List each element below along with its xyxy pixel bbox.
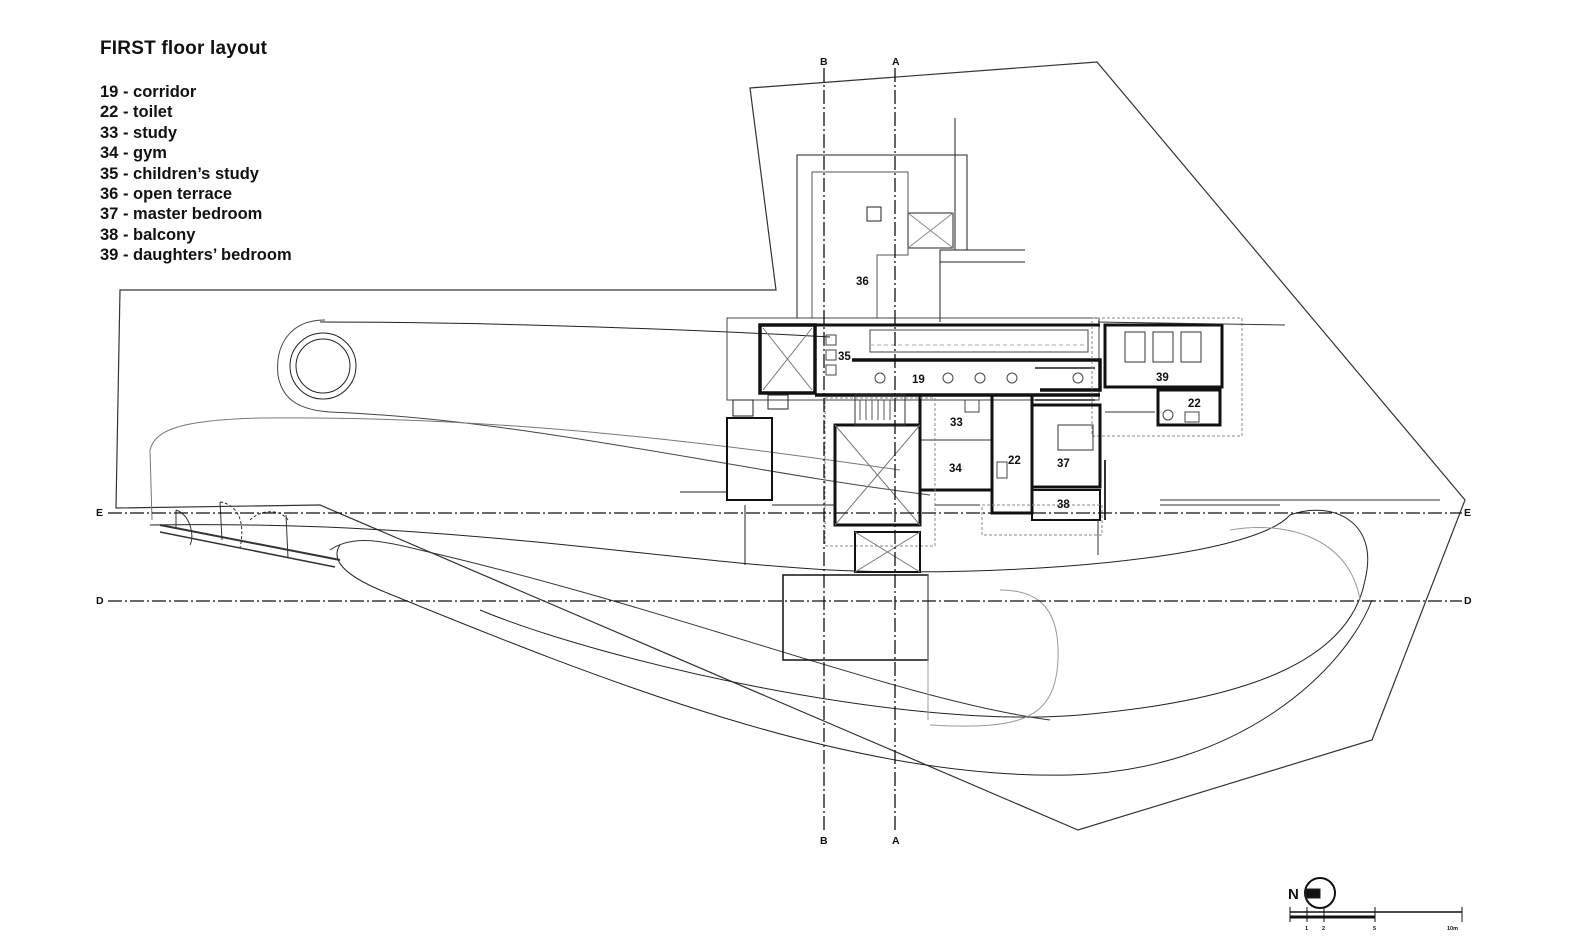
building-walls — [680, 317, 1286, 720]
room-label-36: 36 — [856, 276, 869, 288]
site-boundary — [115, 61, 1466, 831]
terrace-structure — [796, 118, 1025, 322]
north-arrow-icon — [1304, 877, 1336, 909]
room-label-39: 39 — [1156, 372, 1169, 384]
section-marker-b: B — [820, 835, 828, 847]
section-marker-a: A — [892, 56, 900, 68]
legend-item: 22 - toilet — [100, 103, 173, 122]
furniture — [825, 334, 1200, 479]
room-label-19: 19 — [912, 374, 925, 386]
room-label-34: 34 — [949, 463, 962, 475]
north-label: N — [1288, 886, 1299, 903]
turning-circle — [289, 332, 357, 400]
scale-tick-2: 2 — [1322, 926, 1325, 932]
legend-item: 33 - study — [100, 123, 178, 142]
driveway-band — [149, 509, 1369, 718]
legend-item: 37 - master bedroom — [100, 205, 263, 224]
driveway-upper-curve — [319, 321, 831, 338]
room-label-33: 33 — [950, 417, 963, 429]
legend-item: 39 - daughters’ bedroom — [100, 246, 292, 265]
driveway-band — [336, 544, 1373, 776]
room-label-38: 38 — [1057, 499, 1070, 511]
section-marker-e: E — [96, 507, 103, 519]
section-marker-e: E — [1464, 507, 1471, 519]
section-marker-d: D — [1464, 595, 1472, 607]
driveway-band — [329, 540, 1051, 721]
driveway-band — [1229, 527, 1361, 601]
room-label-22: 22 — [1008, 455, 1021, 467]
room-label-37: 37 — [1057, 458, 1070, 470]
section-marker-b: B — [820, 56, 828, 68]
turning-circle-inner — [295, 338, 351, 394]
scale-tick-5: 5 — [1373, 926, 1376, 932]
legend-item: 36 - open terrace — [100, 185, 233, 204]
driveway-band — [929, 589, 1059, 727]
scale-tick-1: 1 — [1305, 926, 1308, 932]
section-marker-a: A — [892, 835, 900, 847]
driveway-upper-curve — [277, 319, 931, 496]
room-label-35: 35 — [838, 351, 851, 363]
section-lines — [108, 68, 1462, 832]
legend-item: 19 - corridor — [100, 83, 197, 101]
legend-item: 38 - balcony — [100, 225, 196, 244]
legend-item: 35 - children’s study — [100, 164, 259, 183]
scale-tick-10: 10m — [1447, 926, 1458, 932]
legend-item: 34 - gym — [100, 144, 167, 163]
entry-gates — [159, 501, 341, 568]
driveway-band — [149, 417, 901, 471]
driveway-band — [149, 449, 153, 521]
scale-bar — [1289, 907, 1463, 922]
plan-title: FIRST floor layout — [100, 38, 268, 59]
room-legend: 19 - corridor 22 - toilet 33 - study 34 … — [100, 82, 292, 266]
room-label-22: 22 — [1188, 398, 1201, 410]
section-marker-d: D — [96, 595, 104, 607]
